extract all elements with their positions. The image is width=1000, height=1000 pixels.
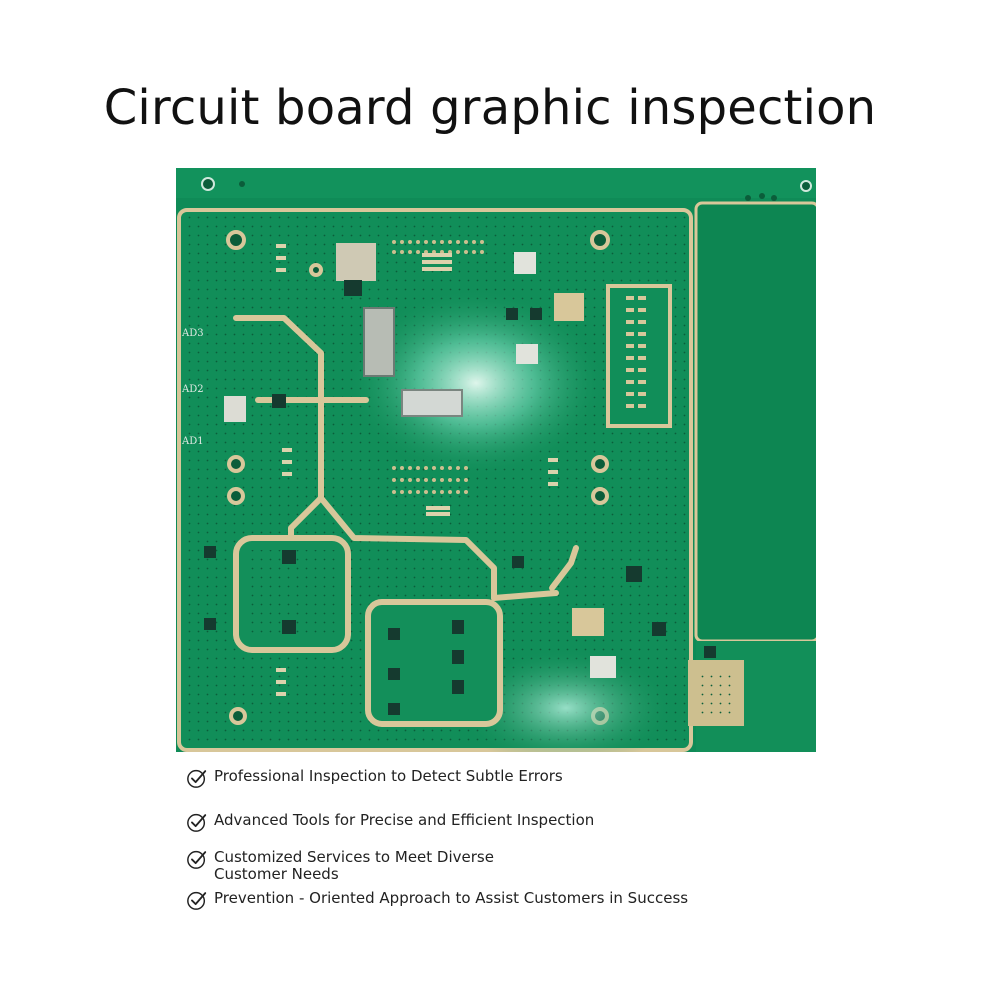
- chip: [452, 680, 464, 694]
- chip: [652, 622, 666, 636]
- ground-panel: [694, 201, 816, 643]
- silkscreen-label: AD1: [181, 436, 204, 447]
- feature-item: Advanced Tools for Precise and Efficient…: [186, 812, 694, 833]
- mount-hole: [201, 177, 215, 191]
- check-circle-icon: [187, 769, 207, 788]
- mount-hole: [227, 455, 245, 473]
- mount-hole: [226, 230, 246, 250]
- chip: [516, 344, 538, 364]
- chip: [452, 650, 464, 664]
- chip: [572, 608, 604, 636]
- feature-text: Advanced Tools for Precise and Efficient…: [214, 811, 595, 829]
- chip: [704, 646, 716, 658]
- filter-module: [401, 389, 463, 417]
- chip: [388, 703, 400, 715]
- filter-module: [363, 307, 395, 377]
- rf-trace: [549, 545, 579, 591]
- chip: [224, 396, 246, 422]
- mount-hole: [800, 180, 812, 192]
- feature-text: Prevention - Oriented Approach to Assist…: [214, 889, 689, 907]
- mount-hole: [309, 263, 323, 277]
- chip: [626, 566, 642, 582]
- check-circle-icon: [187, 891, 207, 910]
- chip: [388, 628, 400, 640]
- feature-text: Professional Inspection to Detect Subtle…: [214, 767, 563, 785]
- chip: [506, 308, 518, 320]
- feature-item: Professional Inspection to Detect Subtle…: [186, 768, 694, 789]
- mount-hole: [590, 230, 610, 250]
- chip: [452, 620, 464, 634]
- feature-item: Prevention - Oriented Approach to Assist…: [186, 890, 694, 911]
- chip: [282, 620, 296, 634]
- rf-trace: [491, 590, 559, 601]
- feature-text: Customized Services to Meet Diverse Cust…: [214, 848, 494, 883]
- rf-trace: [233, 315, 324, 551]
- page-title: Circuit board graphic inspection: [103, 80, 877, 136]
- mount-hole: [591, 487, 609, 505]
- circuit-board-photo: AD3 AD2 AD1: [176, 168, 816, 752]
- chip: [554, 293, 584, 321]
- chip: [282, 550, 296, 564]
- silkscreen-label: AD3: [181, 328, 204, 339]
- mount-hole: [227, 487, 245, 505]
- silkscreen-label: AD2: [181, 384, 204, 395]
- chip: [590, 656, 616, 678]
- chip: [272, 394, 286, 408]
- mount-hole: [239, 181, 245, 187]
- chip: [388, 668, 400, 680]
- mount-hole: [591, 455, 609, 473]
- chip: [204, 618, 216, 630]
- check-circle-icon: [187, 813, 207, 832]
- feature-item: Customized Services to Meet Diverse Cust…: [186, 849, 554, 883]
- chip: [204, 546, 216, 558]
- mount-hole: [229, 707, 247, 725]
- filter-block: [365, 599, 503, 727]
- chip: [344, 280, 362, 296]
- chip: [514, 252, 536, 274]
- check-circle-icon: [187, 850, 207, 869]
- rf-trace: [318, 495, 497, 601]
- chip: [512, 556, 524, 568]
- chip: [530, 308, 542, 320]
- shield-can: [336, 243, 376, 281]
